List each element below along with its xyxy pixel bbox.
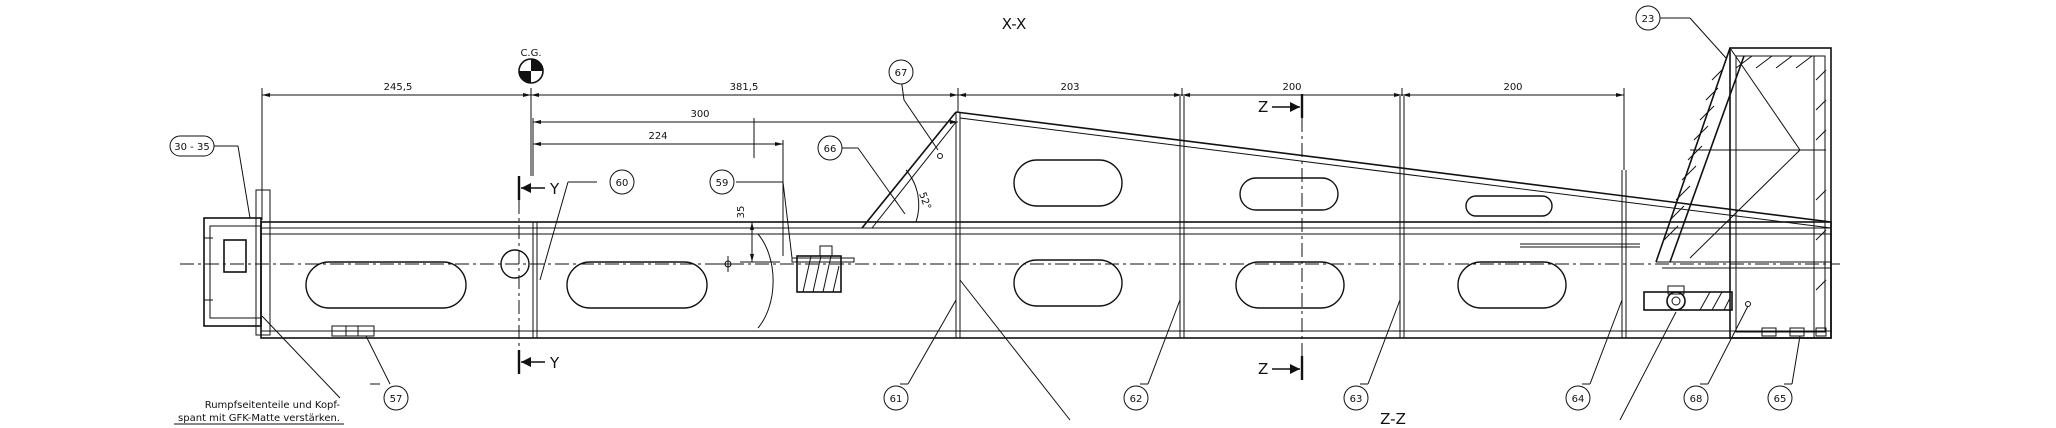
note-line-1: Rumpfseitenteile und Kopf-	[205, 400, 341, 411]
cut-line-y: Y Y	[517, 176, 560, 374]
callout-57: 57	[383, 385, 409, 411]
reinforcement-note: Rumpfseitenteile und Kopf- spant mit GFK…	[174, 400, 344, 425]
svg-text:68: 68	[1690, 394, 1703, 405]
dim-381-5: 381,5	[730, 82, 759, 93]
cut-y-upper-label: Y	[549, 180, 560, 198]
svg-text:66: 66	[824, 144, 837, 155]
svg-text:23: 23	[1642, 14, 1655, 25]
note-line-2: spant mit GFK-Matte verstärken.	[178, 413, 340, 424]
svg-text:67: 67	[895, 68, 908, 79]
callout-59: 59	[709, 169, 735, 195]
callout-60: 60	[609, 169, 635, 195]
svg-text:63: 63	[1350, 394, 1363, 405]
crosshair-mark	[718, 256, 738, 272]
servo-mount	[791, 245, 855, 293]
dim-300: 300	[690, 109, 709, 120]
callout-30-35: 30 - 35	[169, 135, 215, 157]
callout-63: 63	[1343, 385, 1369, 411]
section-title-z: Z-Z	[1380, 410, 1406, 428]
cut-y-lower-label: Y	[549, 354, 560, 372]
callout-64: 64	[1565, 385, 1591, 411]
cut-z-lower-label: Z	[1258, 360, 1268, 378]
callout-68: 68	[1683, 385, 1709, 411]
svg-text:59: 59	[716, 178, 729, 189]
svg-text:60: 60	[616, 178, 629, 189]
cut-line-z: Z Z	[1258, 94, 1304, 380]
section-title-x: X-X	[1002, 15, 1026, 33]
dim-200-a: 200	[1282, 82, 1301, 93]
callout-61: 61	[883, 385, 909, 411]
dim-245-5: 245,5	[384, 82, 413, 93]
svg-text:57: 57	[390, 394, 403, 405]
svg-text:64: 64	[1572, 394, 1585, 405]
dimensions: 245,5 381,5 203 200 200 300 224 35 52°	[261, 82, 1625, 263]
callout-65: 65	[1767, 385, 1793, 411]
svg-text:61: 61	[890, 394, 903, 405]
cg-label: C.G.	[520, 48, 541, 59]
callout-62: 62	[1123, 385, 1149, 411]
dim-224: 224	[648, 131, 667, 142]
dim-35: 35	[736, 206, 747, 219]
cut-z-upper-label: Z	[1258, 98, 1268, 116]
callout-67: 67	[888, 59, 914, 85]
dim-200-b: 200	[1503, 82, 1522, 93]
cg-symbol: C.G.	[518, 48, 544, 84]
svg-text:62: 62	[1130, 394, 1143, 405]
svg-text:30 - 35: 30 - 35	[174, 142, 209, 153]
lightening-holes	[305, 159, 1567, 309]
callout-leaders	[212, 17, 1801, 421]
bottom-skid	[331, 325, 375, 337]
dim-203: 203	[1060, 82, 1079, 93]
callout-66: 66	[817, 135, 843, 161]
tail-wheel-mount	[1643, 285, 1733, 311]
svg-text:65: 65	[1774, 394, 1787, 405]
callout-23: 23	[1635, 5, 1661, 31]
fuselage-outline	[203, 47, 1832, 339]
dowel-hole	[500, 249, 530, 279]
